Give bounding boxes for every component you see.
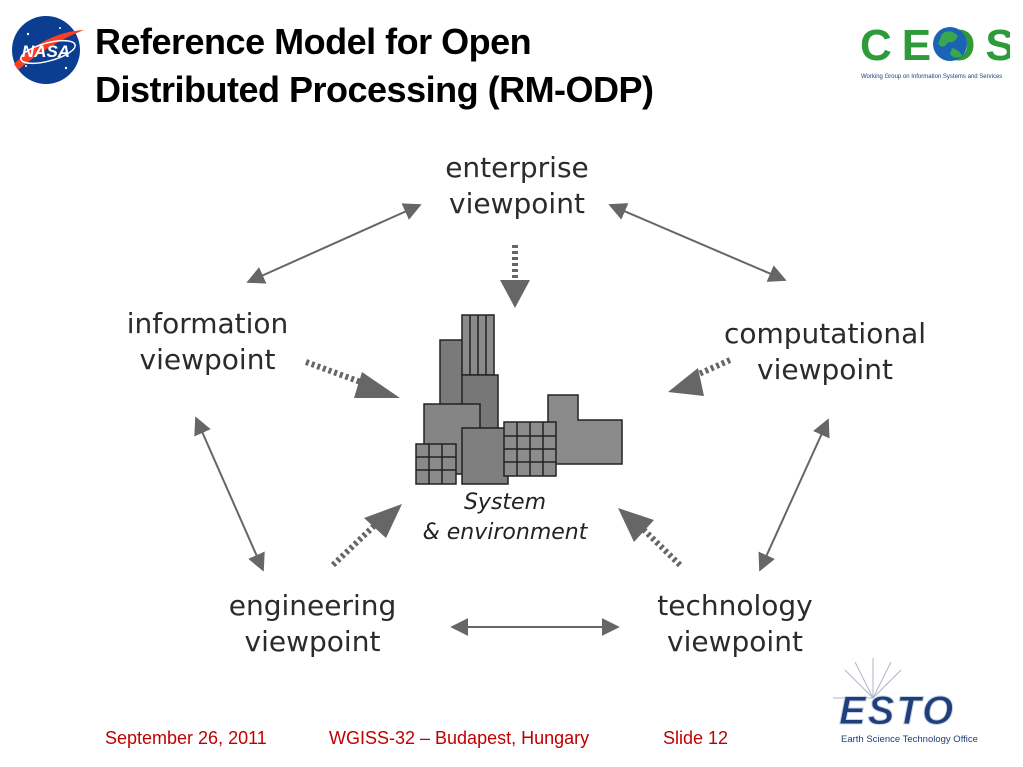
esto-subtitle: Earth Science Technology Office (841, 734, 978, 745)
dotted-arrow-engineering (330, 504, 402, 568)
computational-line-1: computational (723, 317, 927, 350)
footer-date: September 26, 2011 (105, 728, 267, 748)
footer-slide-number: Slide 12 (663, 728, 729, 748)
dotted-arrow-information (304, 359, 400, 398)
computational-viewpoint-label: computational viewpoint (700, 316, 950, 388)
engineering-viewpoint-label: engineering viewpoint (205, 588, 420, 660)
system-label-line-1: System (463, 490, 547, 515)
enterprise-viewpoint-label: enterprise viewpoint (412, 150, 622, 222)
technology-line-1: technology (657, 589, 813, 622)
system-buildings-illustration (415, 314, 623, 485)
system-environment-label: System & environment (410, 488, 600, 548)
computational-line-2: viewpoint (757, 353, 893, 386)
ceos-logo: CEOS Working Group on Information System… (860, 21, 1010, 80)
nasa-logo: NASA (12, 16, 84, 84)
enterprise-line-2: viewpoint (449, 187, 585, 220)
nasa-wordmark: NASA (22, 42, 70, 61)
footer-event: WGISS-32 – Budapest, Hungary (329, 728, 590, 748)
enterprise-line-1: enterprise (445, 151, 589, 184)
system-label-line-2: & environment (422, 520, 588, 545)
slide-title-line-2: Distributed Processing (RM-ODP) (95, 69, 654, 110)
arrow-enterprise-computational (608, 203, 787, 282)
engineering-line-1: engineering (228, 589, 397, 622)
arrow-computational-technology (758, 418, 830, 572)
information-line-2: viewpoint (139, 343, 276, 376)
slide-title: Reference Model for Open Distributed Pro… (95, 18, 815, 114)
esto-logo: ESTO Earth Science Technology Office (833, 658, 978, 745)
arrow-enterprise-information (246, 203, 422, 284)
technology-line-2: viewpoint (667, 625, 803, 658)
information-viewpoint-label: information viewpoint (100, 306, 315, 378)
technology-viewpoint-label: technology viewpoint (630, 588, 840, 660)
dotted-arrow-enterprise (500, 245, 530, 308)
engineering-line-2: viewpoint (244, 625, 381, 658)
dotted-arrow-technology (618, 508, 683, 568)
dotted-arrow-computational (668, 357, 732, 396)
information-line-1: information (126, 307, 289, 340)
ceos-subtitle: Working Group on Information Systems and… (861, 74, 1002, 80)
slide-title-line-1: Reference Model for Open (95, 21, 532, 62)
esto-wordmark: ESTO (839, 689, 955, 733)
arrow-information-engineering (194, 416, 265, 572)
